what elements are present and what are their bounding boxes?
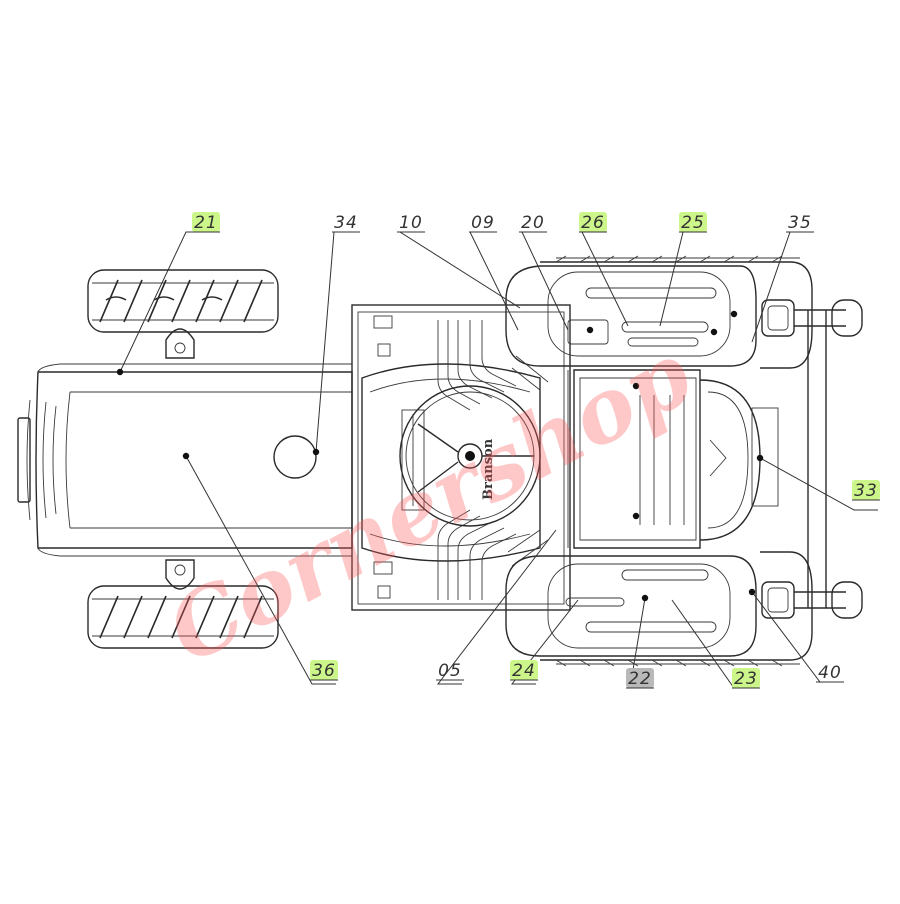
callout-label-05: 05 (438, 661, 462, 681)
front-hub-bottom (165, 559, 195, 590)
front-hub-top (165, 328, 195, 359)
callout-35: 35 (786, 213, 814, 233)
callout-label-24: 24 (512, 661, 536, 681)
callout-05: 05 (436, 661, 464, 681)
callout-highlight (679, 212, 707, 232)
callout-40: 40 (816, 663, 844, 683)
callout-33: 33 (852, 480, 880, 501)
rear-tire-top (540, 255, 813, 369)
callout-label-23: 23 (734, 669, 758, 689)
front-tire-top (87, 269, 279, 333)
callout-highlight (732, 668, 760, 688)
callout-highlight (626, 668, 654, 688)
callout-25: 25 (679, 212, 707, 233)
callout-highlight (579, 212, 607, 232)
watermark: Cornershop (151, 322, 708, 684)
steering-wheel-brand: Branson (481, 438, 496, 500)
rear-lamp-bottom (761, 581, 863, 619)
callout-label-40: 40 (818, 663, 842, 683)
callout-10: 10 (397, 213, 425, 233)
callout-22: 22 (626, 668, 654, 689)
rear-tire-bottom (540, 551, 813, 667)
front-tire-bottom (87, 585, 279, 649)
rear-fender-top (505, 265, 757, 367)
rear-crossbar (794, 309, 846, 609)
steering-wheel: Branson (399, 385, 541, 527)
callout-label-09: 09 (471, 213, 495, 233)
callout-label-25: 25 (681, 213, 705, 233)
callout-labels: 21 34 10 09 20 26 25 35 33 36 05 24 22 23 40 (192, 212, 880, 689)
callout-highlight (192, 212, 220, 232)
callout-label-36: 36 (312, 661, 336, 681)
hood (17, 363, 353, 557)
callout-label-26: 26 (581, 213, 605, 233)
callout-34: 34 (332, 213, 360, 233)
operator-platform (351, 304, 571, 611)
callout-20: 20 (519, 213, 547, 233)
callout-21: 21 (192, 212, 220, 233)
callout-label-35: 35 (788, 213, 812, 233)
callout-highlight (852, 480, 880, 500)
callout-24: 24 (510, 660, 538, 681)
callout-09: 09 (469, 213, 497, 233)
callout-dots (116, 310, 764, 602)
callout-label-20: 20 (521, 213, 545, 233)
callout-label-33: 33 (854, 481, 878, 501)
fuel-cap (273, 435, 317, 479)
callout-label-34: 34 (334, 213, 358, 233)
rear-lamp-top (761, 299, 863, 337)
rear-fender-bottom (505, 555, 757, 657)
callout-26: 26 (579, 212, 607, 233)
callout-23: 23 (732, 668, 760, 689)
callout-highlight (510, 660, 538, 680)
callout-label-22: 22 (628, 669, 652, 689)
callout-label-21: 21 (194, 213, 218, 233)
callout-label-10: 10 (399, 213, 423, 233)
callout-highlight (310, 660, 338, 680)
callout-36: 36 (310, 660, 338, 681)
